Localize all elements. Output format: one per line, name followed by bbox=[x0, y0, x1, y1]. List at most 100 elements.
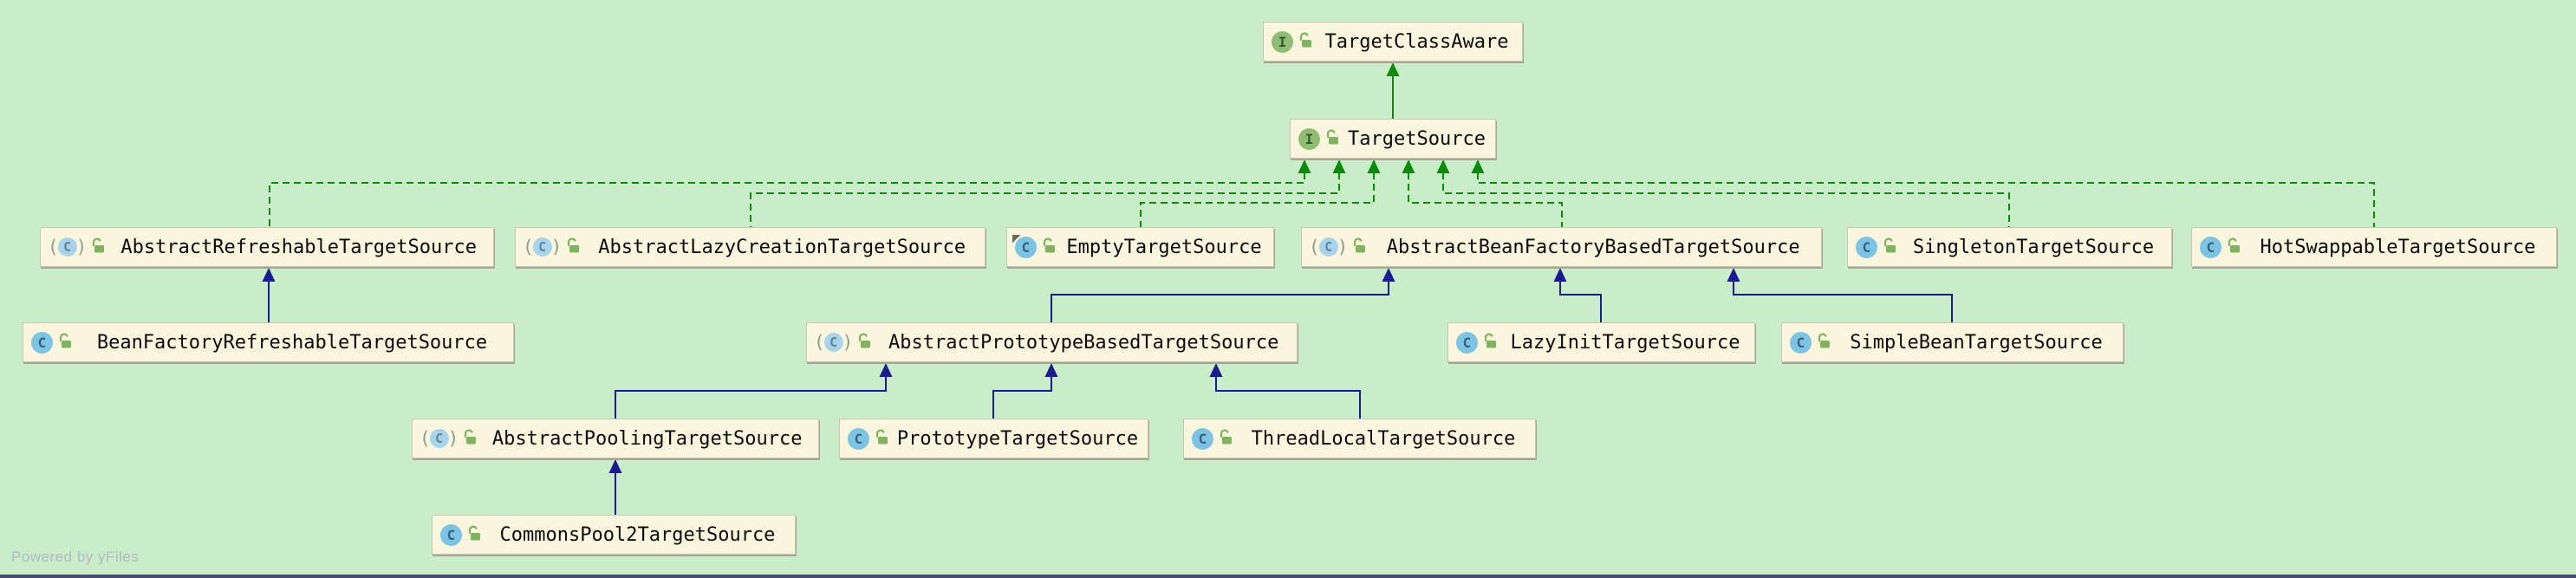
unlocked-icon bbox=[463, 429, 478, 445]
class-name-label: EmptyTargetSource bbox=[1066, 236, 1262, 258]
class-node-HotSwappableTargetSource[interactable]: C HotSwappableTargetSource bbox=[2191, 227, 2557, 267]
unlocked-icon bbox=[58, 333, 73, 349]
stereotype-letter: I bbox=[1272, 30, 1293, 53]
implements-edge bbox=[269, 172, 1305, 227]
inheritance-arrowhead bbox=[1209, 363, 1223, 377]
unlocked-icon bbox=[1042, 237, 1057, 254]
class-node-BeanFactoryRefreshableTargetSource[interactable]: C BeanFactoryRefreshableTargetSource bbox=[23, 322, 514, 362]
unlocked-icon bbox=[1817, 333, 1831, 349]
extends-edge bbox=[1559, 281, 1602, 322]
unlocked-icon bbox=[1219, 429, 1233, 445]
class-node-AbstractLazyCreationTargetSource[interactable]: (C)AbstractLazyCreationTargetSource bbox=[515, 227, 986, 267]
extends-edge bbox=[615, 376, 887, 419]
class-node-AbstractBeanFactoryBasedTargetSource[interactable]: (C)AbstractBeanFactoryBasedTargetSource bbox=[1301, 227, 1822, 267]
class-node-AbstractPrototypeBasedTargetSource[interactable]: (C) AbstractPrototypeBasedTargetSource bbox=[806, 322, 1298, 362]
final-class-icon: C bbox=[1015, 236, 1037, 258]
implements-edge bbox=[1477, 172, 2375, 227]
extends-edge bbox=[1733, 281, 1953, 322]
class-name-label: SingletonTargetSource bbox=[1912, 236, 2155, 258]
class-name-label: AbstractRefreshableTargetSource bbox=[120, 236, 477, 258]
stereotype-letter: C bbox=[1856, 236, 1877, 258]
class-name-label: CommonsPool2TargetSource bbox=[499, 523, 776, 546]
unlocked-icon bbox=[467, 525, 482, 542]
class-icon: C bbox=[440, 523, 462, 546]
class-name-label: TargetSource bbox=[1348, 127, 1486, 150]
class-node-PrototypeTargetSource[interactable]: C PrototypeTargetSource bbox=[839, 419, 1148, 458]
class-name-label: BeanFactoryRefreshableTargetSource bbox=[96, 331, 488, 354]
unlocked-icon bbox=[1483, 333, 1498, 349]
class-node-LazyInitTargetSource[interactable]: C LazyInitTargetSource bbox=[1447, 322, 1755, 362]
implements-edge bbox=[750, 172, 1340, 227]
class-name-label: ThreadLocalTargetSource bbox=[1251, 427, 1516, 450]
inheritance-arrowhead bbox=[1436, 159, 1450, 173]
yfiles-watermark: Powered by yFiles bbox=[11, 549, 140, 565]
unlocked-icon bbox=[1352, 237, 1367, 254]
stereotype-letter: C bbox=[532, 237, 552, 257]
stereotype-letter: C bbox=[57, 237, 77, 257]
extends-edge bbox=[1051, 281, 1389, 322]
class-node-EmptyTargetSource[interactable]: C EmptyTargetSource bbox=[1006, 227, 1274, 267]
stereotype-letter: C bbox=[1192, 427, 1213, 450]
class-node-SimpleBeanTargetSource[interactable]: C SimpleBeanTargetSource bbox=[1781, 322, 2124, 362]
inheritance-arrowhead bbox=[1386, 62, 1400, 76]
class-name-label: HotSwappableTargetSource bbox=[2260, 236, 2536, 258]
inheritance-arrowhead bbox=[1727, 268, 1740, 282]
unlocked-icon bbox=[1883, 237, 1897, 254]
unlocked-icon bbox=[1298, 32, 1313, 49]
inheritance-arrowhead bbox=[262, 268, 276, 282]
stereotype-letter: C bbox=[429, 429, 449, 448]
class-node-TargetSource[interactable]: I TargetSource bbox=[1290, 119, 1496, 159]
class-node-SingletonTargetSource[interactable]: C SingletonTargetSource bbox=[1847, 227, 2172, 267]
class-node-ThreadLocalTargetSource[interactable]: C ThreadLocalTargetSource bbox=[1183, 419, 1536, 458]
inheritance-arrowhead bbox=[1044, 363, 1058, 377]
class-icon: C bbox=[1456, 331, 1478, 354]
inheritance-arrowhead bbox=[1332, 159, 1346, 173]
class-node-AbstractPoolingTargetSource[interactable]: (C) AbstractPoolingTargetSource bbox=[412, 419, 819, 458]
inheritance-arrowhead bbox=[1382, 268, 1395, 282]
inheritance-arrowhead bbox=[1298, 159, 1311, 173]
class-node-CommonsPool2TargetSource[interactable]: C CommonsPool2TargetSource bbox=[432, 515, 796, 555]
inheritance-arrowhead bbox=[608, 459, 622, 473]
stereotype-letter: C bbox=[823, 333, 843, 352]
abstract-class-icon: (C) bbox=[420, 427, 459, 449]
abstract-class-icon: (C) bbox=[48, 236, 88, 257]
stereotype-letter: C bbox=[440, 523, 462, 546]
inheritance-arrowhead bbox=[879, 363, 893, 377]
class-name-label: LazyInitTargetSource bbox=[1510, 331, 1740, 354]
implements-edge bbox=[1408, 172, 1563, 227]
class-icon: C bbox=[1192, 427, 1213, 450]
extends-edge bbox=[1215, 376, 1361, 419]
implements-edge bbox=[1442, 172, 2010, 227]
unlocked-icon bbox=[91, 237, 106, 254]
stereotype-letter: C bbox=[2200, 236, 2221, 258]
extends-edge bbox=[992, 376, 1052, 419]
interface-icon: I bbox=[1272, 30, 1293, 53]
unlocked-icon bbox=[857, 333, 872, 349]
stereotype-letter: C bbox=[848, 427, 869, 450]
implements-edge bbox=[1140, 172, 1375, 227]
class-icon: C bbox=[31, 331, 53, 354]
class-icon: C bbox=[1790, 331, 1812, 354]
stereotype-letter: C bbox=[1456, 331, 1478, 354]
stereotype-letter: C bbox=[1318, 237, 1338, 257]
class-name-label: PrototypeTargetSource bbox=[896, 427, 1139, 450]
unlocked-icon bbox=[1325, 129, 1340, 146]
class-name-label: SimpleBeanTargetSource bbox=[1850, 331, 2103, 354]
interface-icon: I bbox=[1298, 127, 1320, 150]
abstract-class-icon: (C) bbox=[814, 331, 854, 353]
inheritance-arrowhead bbox=[1471, 159, 1485, 173]
class-name-label: AbstractBeanFactoryBasedTargetSource bbox=[1386, 236, 1800, 258]
unlocked-icon bbox=[875, 429, 889, 445]
class-name-label: AbstractPoolingTargetSource bbox=[491, 427, 803, 450]
stereotype-letter: C bbox=[31, 331, 53, 354]
window-bottom-edge bbox=[0, 575, 2576, 578]
class-icon: C bbox=[1856, 236, 1877, 258]
class-node-AbstractRefreshableTargetSource[interactable]: (C) AbstractRefreshableTargetSource bbox=[40, 227, 494, 267]
inheritance-arrowhead bbox=[1402, 159, 1415, 173]
class-icon: C bbox=[848, 427, 869, 450]
class-name-label: AbstractPrototypeBasedTargetSource bbox=[888, 331, 1279, 354]
